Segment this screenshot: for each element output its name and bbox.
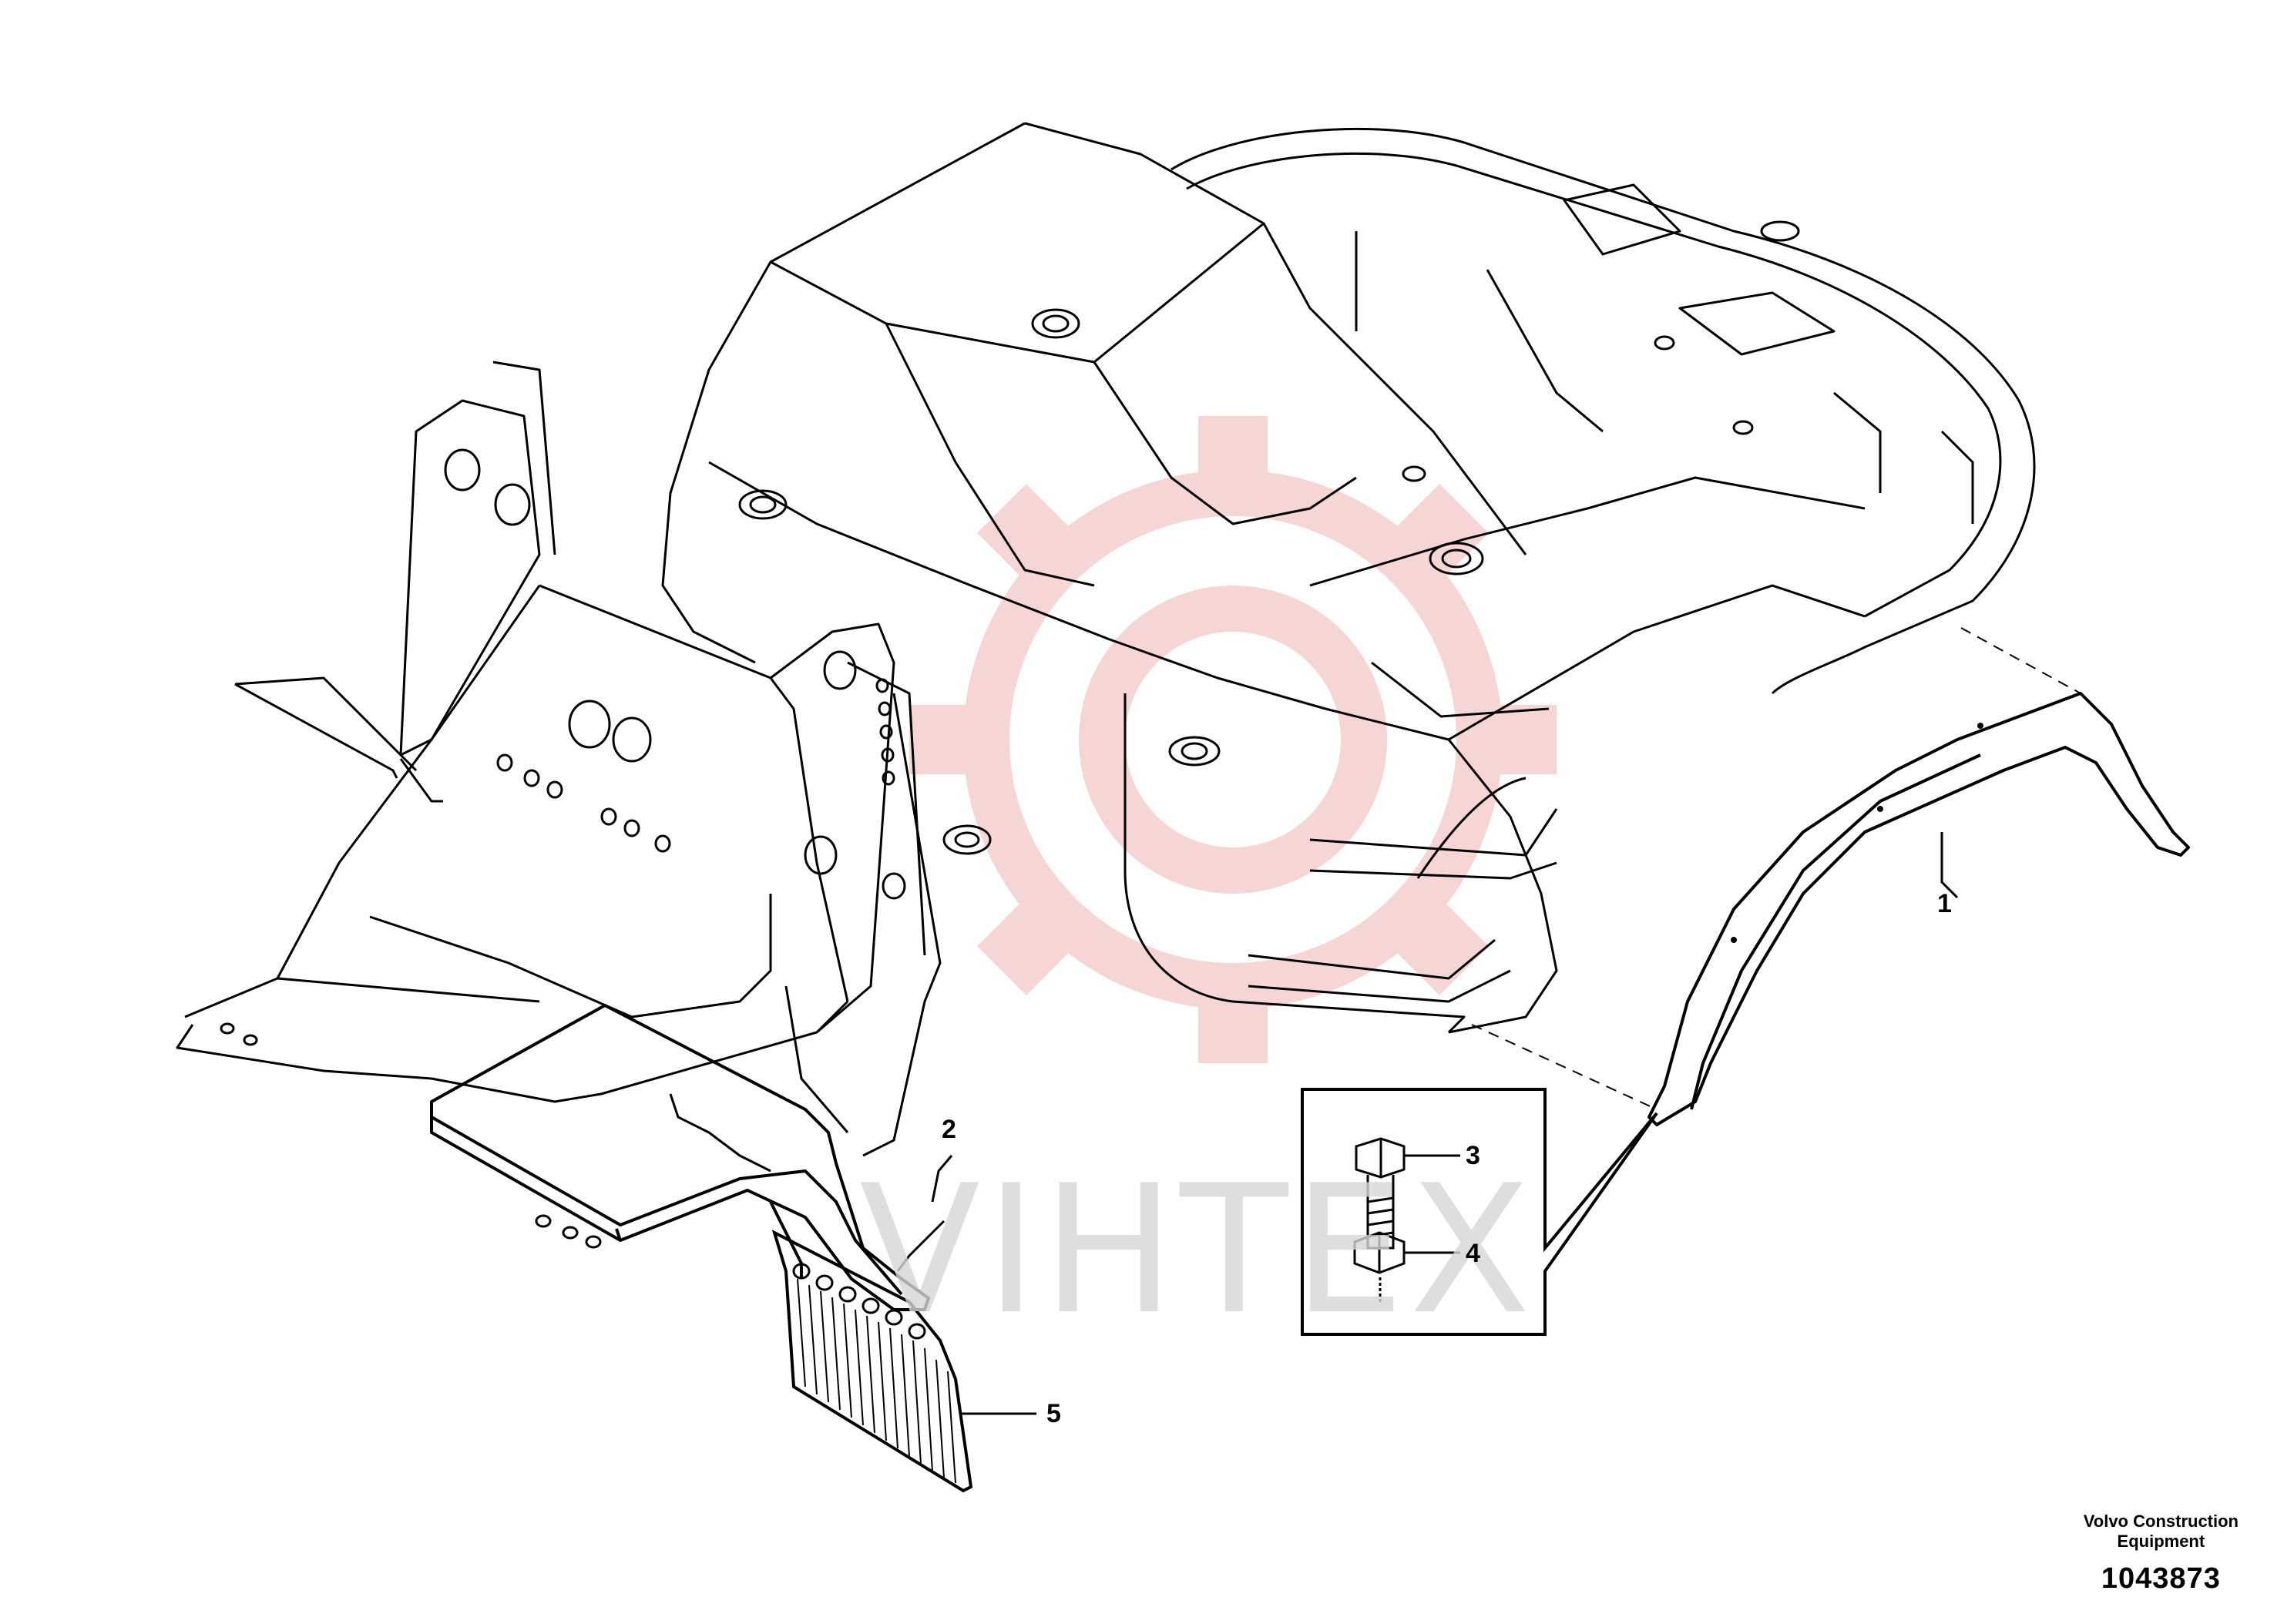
upper-frame [661,122,2036,1034]
mud-flap-ribs [797,1278,956,1484]
rear-fender-bolts [1731,723,1983,943]
callout-3: 3 [1466,1141,1480,1170]
boom-bracket [176,361,942,1173]
brand-line-2: Equipment [2117,1532,2205,1551]
dashed-lines [1471,627,2081,1110]
bracket-holes [220,448,906,1249]
rear-fender-part-1 [1647,692,2190,1126]
drawing-number: 1043873 [2101,1562,2221,1595]
mud-flap-part-5 [771,1230,973,1493]
brand-line-1: Volvo Construction [2083,1512,2239,1531]
leader-lines [896,832,1959,1415]
callout-4: 4 [1466,1239,1480,1268]
mounting-bosses [738,220,1800,855]
watermark-text: VIHTEX [859,1148,1536,1354]
hex-nut-part-4 [1353,1231,1406,1302]
front-fender-part-2 [430,1004,930,1311]
callout-2: 2 [942,1115,956,1144]
callout-5: 5 [1046,1399,1061,1428]
callout-1: 1 [1937,889,1952,918]
brand-block: Volvo Construction Equipment 1043873 [2084,1512,2239,1595]
detail-inset-box [1301,1088,1658,1336]
watermark-gear-logo [909,416,1557,1063]
